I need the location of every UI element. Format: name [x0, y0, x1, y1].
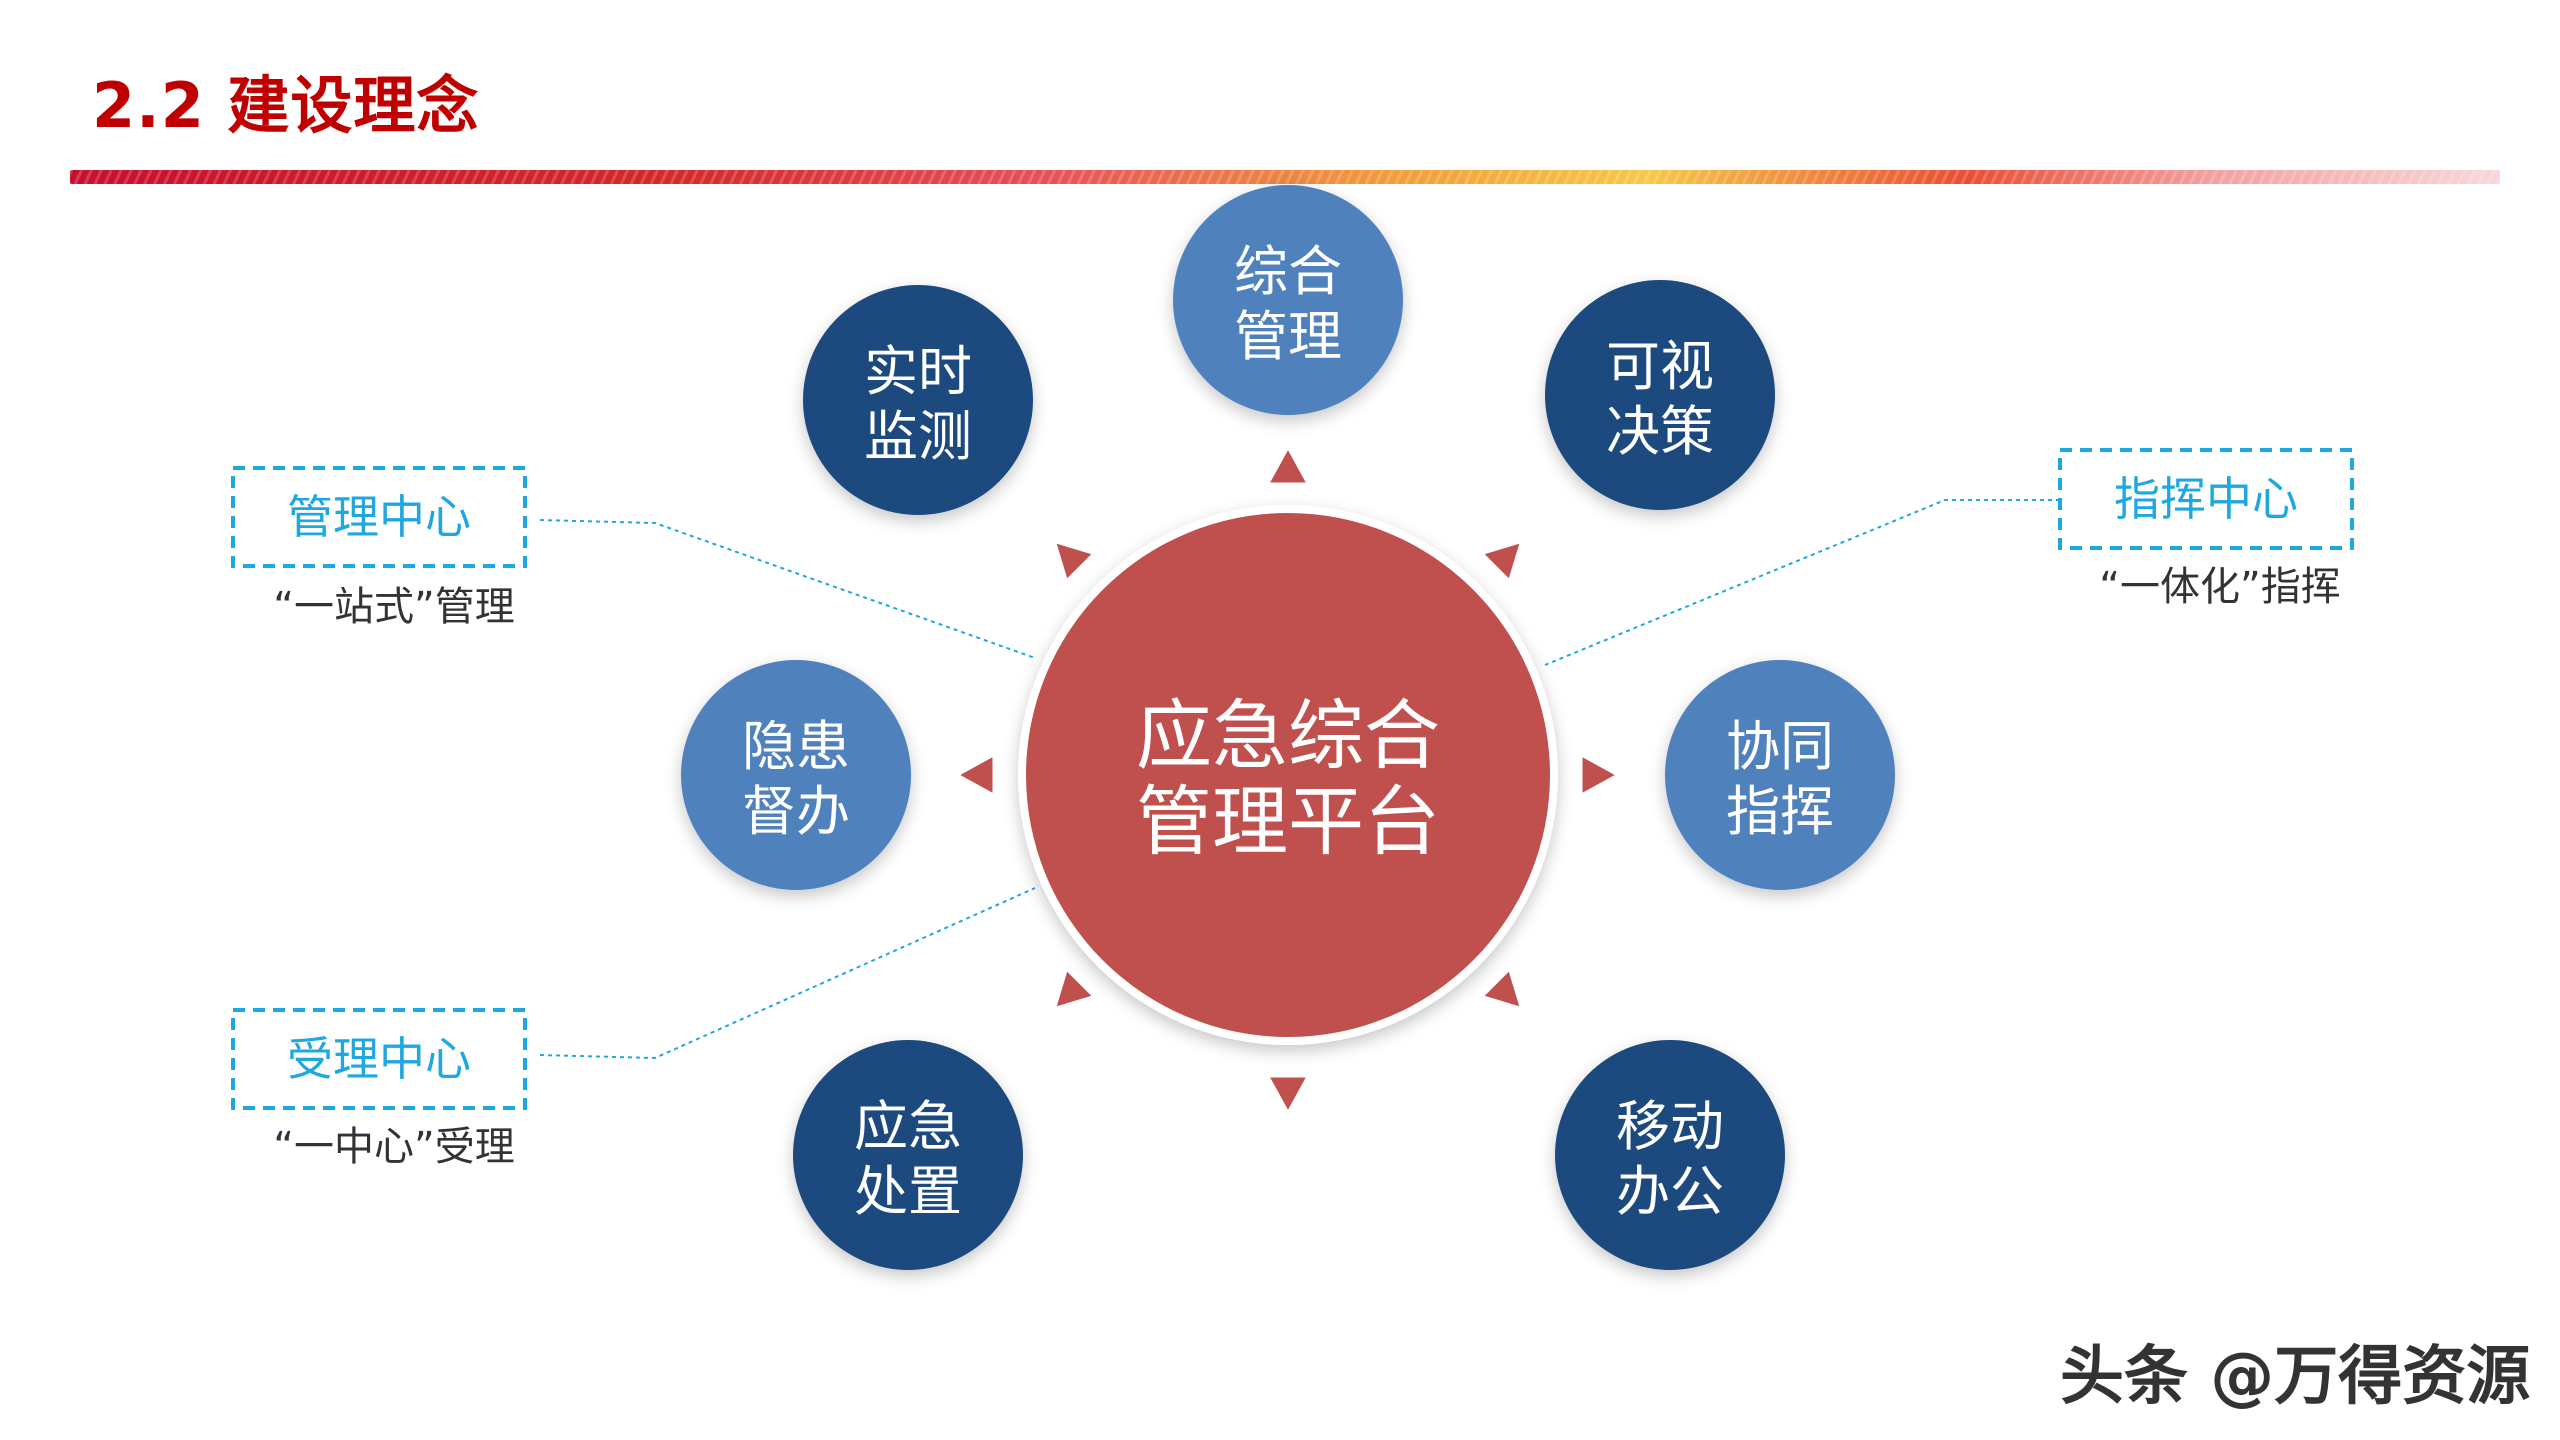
- node-label-line2: 督办: [742, 780, 850, 843]
- decorative-banner: [70, 170, 2500, 184]
- callout-caption: “一中心”受理: [273, 1124, 514, 1170]
- connector-accept: [539, 887, 1036, 1060]
- node-label-line2: 管理: [1234, 305, 1342, 368]
- node-hazard-supervision: 隐患 督办: [681, 660, 911, 890]
- callout-label: 受理中心: [287, 1032, 471, 1086]
- arrows: [952, 442, 1623, 1118]
- watermark: 头条 @万得资源: [2060, 1340, 2531, 1414]
- node-label-line2: 办公: [1616, 1160, 1724, 1223]
- arrow-up: [1263, 442, 1313, 488]
- node-label-line1: 隐患: [742, 715, 850, 778]
- node-label-line1: 协同: [1726, 715, 1834, 778]
- arrow-up-left: [1050, 537, 1099, 586]
- page-title: 2.2 建设理念: [92, 69, 480, 142]
- node-label-line2: 处置: [854, 1160, 962, 1223]
- node-realtime-monitoring: 实时 监测: [803, 285, 1033, 515]
- callout-accept-center: 受理中心 “一中心”受理: [231, 1008, 527, 1170]
- node-label-line1: 综合: [1234, 240, 1342, 303]
- node-label-line1: 应急: [854, 1095, 962, 1158]
- node-label-line1: 实时: [864, 340, 972, 403]
- arrow-down-left: [1050, 964, 1099, 1013]
- callout-management-center: 管理中心 “一站式”管理: [231, 466, 527, 630]
- node-label-line1: 移动: [1616, 1095, 1724, 1158]
- callout-caption: “一站式”管理: [273, 584, 514, 630]
- node-label-line2: 指挥: [1726, 780, 1834, 843]
- node-collaborative-command: 协同 指挥: [1665, 660, 1895, 890]
- arrow-left: [952, 750, 998, 800]
- arrow-up-right: [1477, 537, 1526, 586]
- node-mobile-office: 移动 办公: [1555, 1040, 1785, 1270]
- callout-caption: “一体化”指挥: [2099, 564, 2340, 610]
- connector-management: [539, 519, 1036, 659]
- node-emergency-response: 应急 处置: [793, 1040, 1023, 1270]
- callout-label: 管理中心: [287, 490, 471, 544]
- node-label-line2: 监测: [864, 405, 972, 468]
- arrow-right: [1577, 750, 1623, 800]
- callout-label: 指挥中心: [2114, 472, 2298, 526]
- connector-lines: [539, 499, 2060, 1060]
- node-visual-decision: 可视 决策: [1545, 280, 1775, 510]
- connector-command: [1544, 499, 2060, 666]
- center-node: 应急综合 管理平台: [1018, 505, 1558, 1045]
- node-comprehensive-management: 综合 管理: [1173, 185, 1403, 415]
- center-label-line2: 管理平台: [1136, 777, 1440, 866]
- arrow-down-right: [1477, 964, 1526, 1013]
- node-label-line1: 可视: [1606, 335, 1714, 398]
- center-label-line1: 应急综合: [1136, 691, 1440, 780]
- node-label-line2: 决策: [1606, 400, 1714, 463]
- callout-command-center: 指挥中心 “一体化”指挥: [2058, 448, 2354, 610]
- arrow-down: [1263, 1072, 1313, 1118]
